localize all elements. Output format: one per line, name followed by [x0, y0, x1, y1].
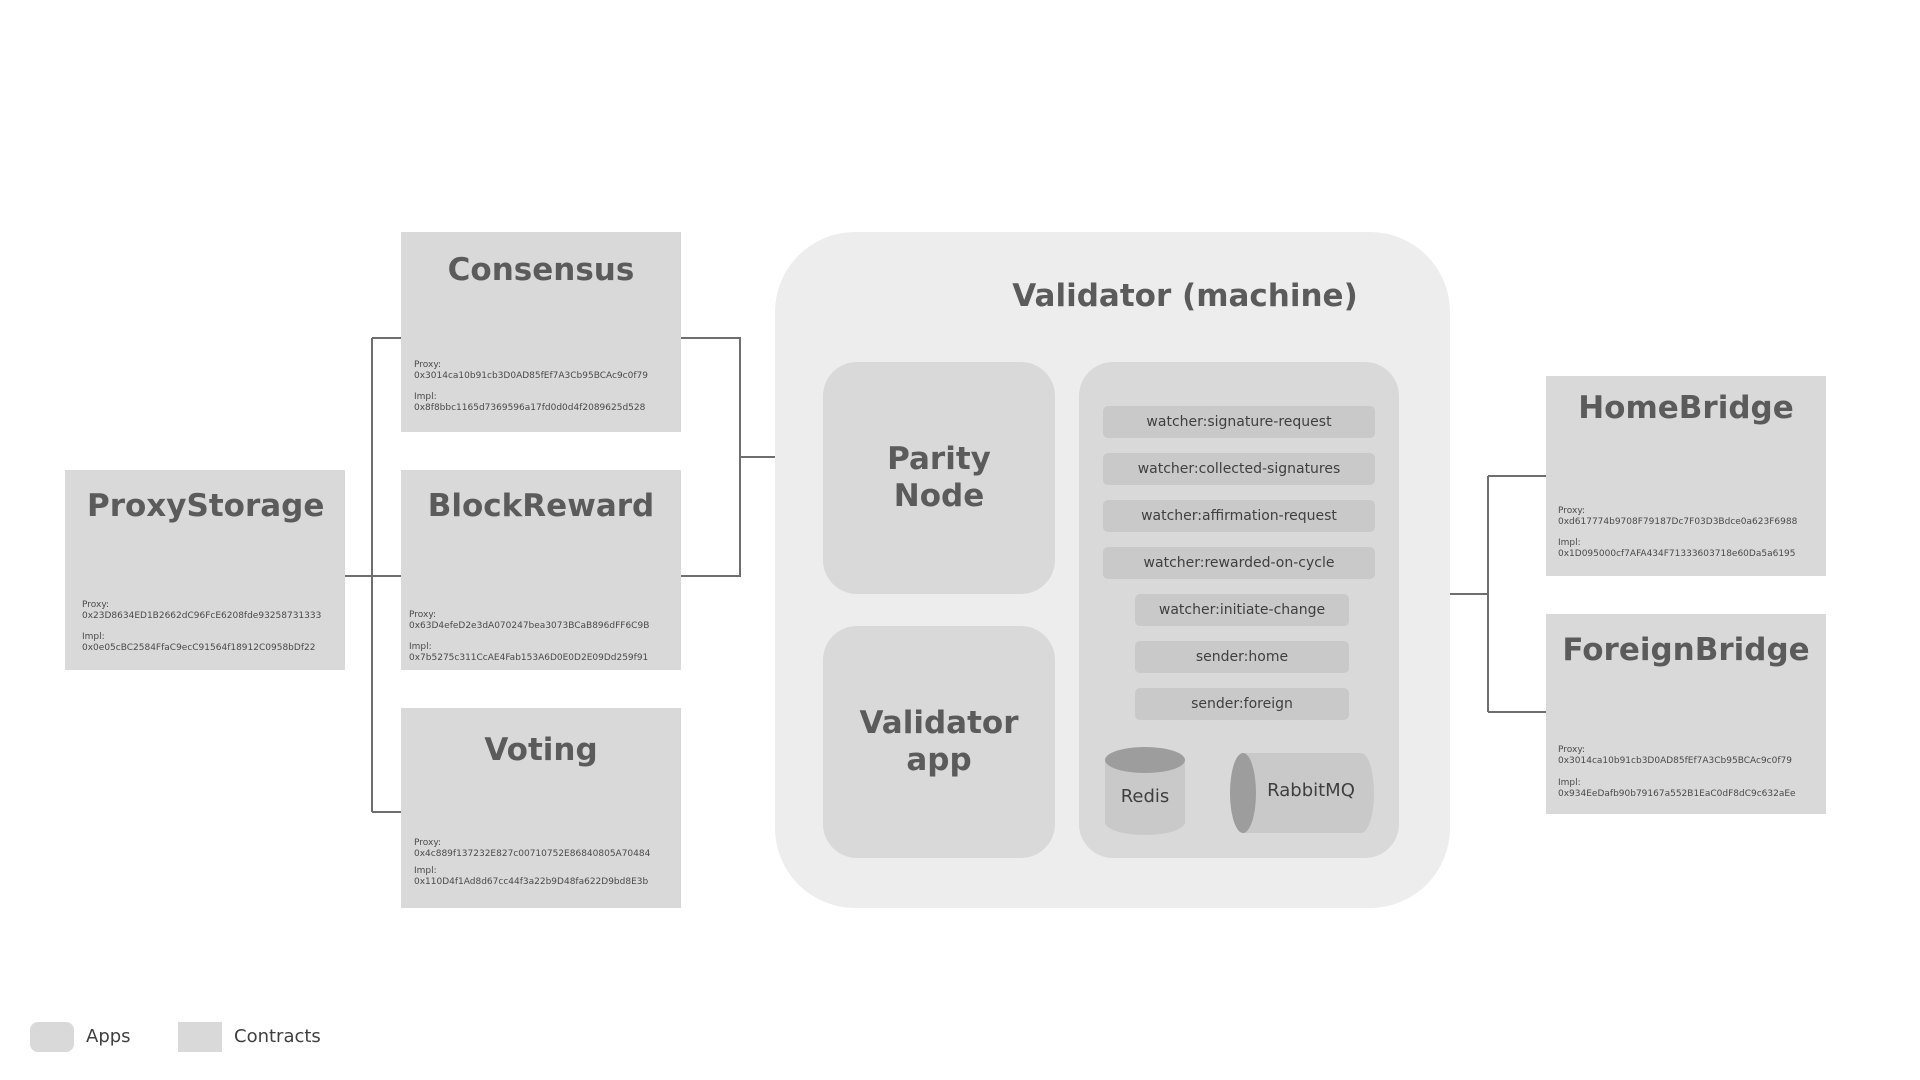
connector-contracts-right [681, 337, 741, 577]
contract-proxy-label: Proxy: [1558, 506, 1586, 516]
contract-title: BlockReward [427, 488, 655, 524]
contract-proxy-address: 0x4c889f137232E827c00710752E86840805A704… [414, 849, 651, 859]
worker-services-box: watcher:signature-request watcher:collec… [1079, 362, 1399, 858]
worker-pill: sender:home [1135, 641, 1349, 673]
redis-label: Redis [1120, 786, 1170, 807]
contract-impl-address: 0x7b5275c311CcAE4Fab153A6D0E0D2E09Dd259f… [409, 653, 649, 663]
contract-proxy-label: Proxy: [414, 360, 442, 370]
redis-database-icon [1105, 747, 1185, 835]
rabbitmq-label: RabbitMQ [1267, 780, 1355, 801]
contract-title: ProxyStorage [87, 488, 325, 524]
contract-impl-address: 0x1D095000cf7AFA434F71333603718e60Da5a61… [1558, 549, 1796, 559]
contract-proxy-address: 0x23D8634ED1B2662dC96FcE6208fde932587313… [82, 611, 322, 621]
contract-proxy-label: Proxy: [409, 610, 437, 620]
worker-pill: sender:foreign [1135, 688, 1349, 720]
contract-blockreward: BlockReward Proxy: 0x63D4efeD2e3dA070247… [401, 470, 681, 670]
worker-pill: watcher:initiate-change [1135, 594, 1349, 626]
validator-machine-title: Validator (machine) [1012, 278, 1358, 314]
worker-pill: watcher:rewarded-on-cycle [1103, 547, 1375, 579]
legend-contracts-swatch [178, 1022, 222, 1052]
contract-impl-address: 0x0e05cBC2584FfaC9ecC91564f18912C0958bDf… [82, 643, 316, 653]
contract-title: HomeBridge [1578, 390, 1794, 426]
legend-contracts-label: Contracts [234, 1026, 321, 1047]
worker-pill: watcher:collected-signatures [1103, 453, 1375, 485]
app-label: Validator app [859, 705, 1019, 778]
contract-homebridge: HomeBridge Proxy: 0xd617774b9708F79187Dc… [1546, 376, 1826, 576]
contract-impl-label: Impl: [82, 632, 105, 642]
contract-impl-address: 0x110D4f1Ad8d67cc44f3a22b9D48fa622D9bd8E… [414, 877, 649, 887]
contract-title: Consensus [447, 252, 635, 288]
contract-impl-label: Impl: [414, 392, 437, 402]
contract-voting: Voting Proxy: 0x4c889f137232E827c0071075… [401, 708, 681, 908]
contract-impl-label: Impl: [414, 866, 437, 876]
contract-proxy-label: Proxy: [414, 838, 442, 848]
app-parity-node: Parity Node [823, 362, 1055, 594]
worker-pill: watcher:signature-request [1103, 406, 1375, 438]
app-label: Parity Node [887, 441, 991, 514]
contract-foreignbridge: ForeignBridge Proxy: 0x3014ca10b91cb3D0A… [1546, 614, 1826, 814]
contract-impl-label: Impl: [1558, 538, 1581, 548]
contract-proxy-address: 0x63D4efeD2e3dA070247bea3073BCaB896dFF6C… [409, 621, 650, 631]
contract-impl-address: 0x934EeDafb90b79167a552B1EaC0dF8dC9c632a… [1558, 789, 1796, 799]
rabbitmq-queue-icon [1230, 753, 1374, 833]
contract-consensus: Consensus Proxy: 0x3014ca10b91cb3D0AD85f… [401, 232, 681, 432]
contract-proxy-address: 0x3014ca10b91cb3D0AD85fEf7A3Cb95BCAc9c0f… [414, 371, 648, 381]
contract-title: ForeignBridge [1562, 632, 1810, 668]
contract-impl-label: Impl: [409, 642, 432, 652]
app-validator-app: Validator app [823, 626, 1055, 858]
contract-proxy-address: 0xd617774b9708F79187Dc7F03D3Bdce0a623F69… [1558, 517, 1798, 527]
contract-impl-label: Impl: [1558, 778, 1581, 788]
legend-apps-swatch [30, 1022, 74, 1052]
contract-impl-address: 0x8f8bbc1165d7369596a17fd0d0d4f2089625d5… [414, 403, 646, 413]
contract-proxy-label: Proxy: [1558, 745, 1586, 755]
contract-proxy-label: Proxy: [82, 600, 110, 610]
worker-pill: watcher:affirmation-request [1103, 500, 1375, 532]
contract-title: Voting [484, 732, 598, 768]
contract-proxy-address: 0x3014ca10b91cb3D0AD85fEf7A3Cb95BCAc9c0f… [1558, 756, 1792, 766]
contract-proxystorage: ProxyStorage Proxy: 0x23D8634ED1B2662dC9… [65, 470, 345, 670]
legend-apps-label: Apps [86, 1026, 131, 1047]
validator-machine: Validator (machine) Parity Node Validato… [775, 232, 1450, 908]
